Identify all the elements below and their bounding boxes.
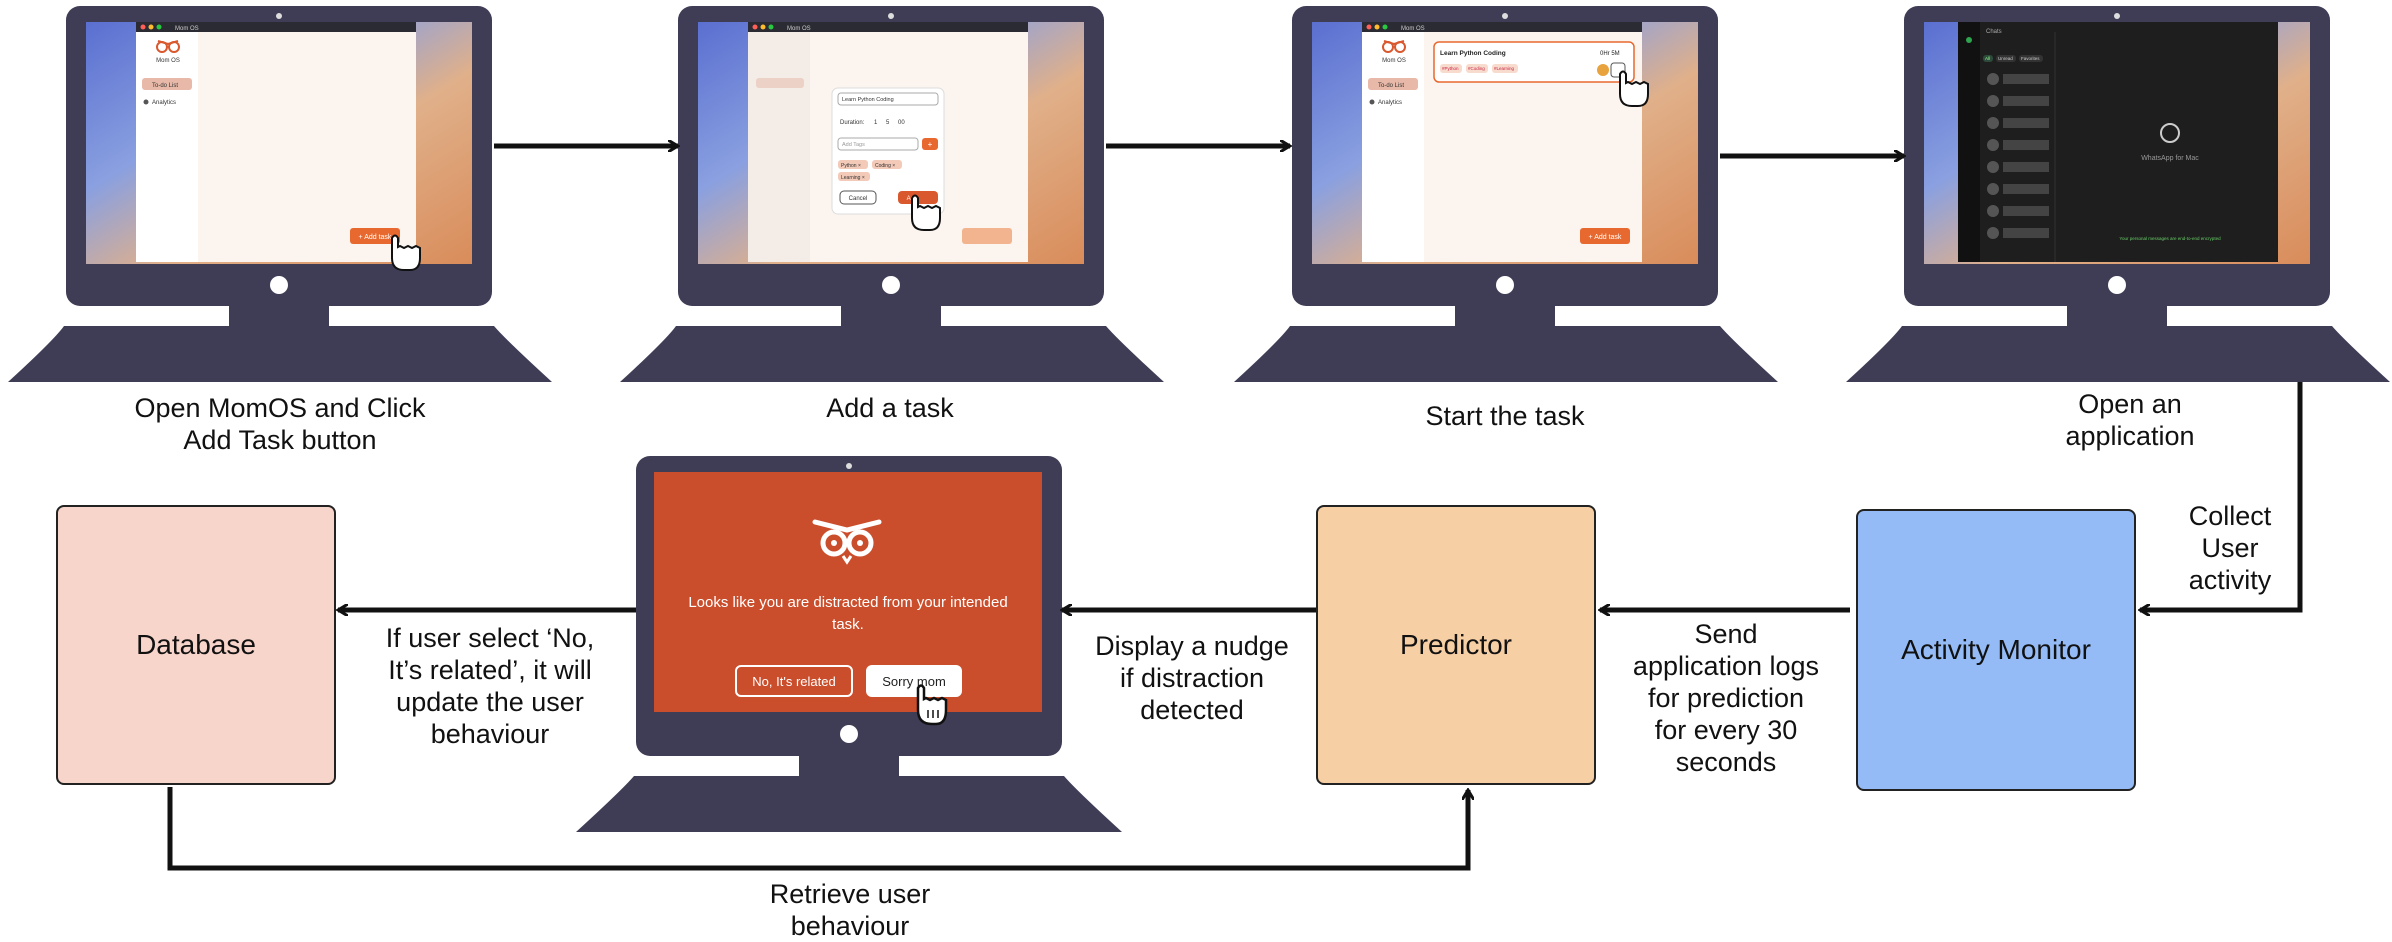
caption-retrieve: Retrieve user behaviour bbox=[769, 879, 931, 941]
app-title: Mom OS bbox=[175, 26, 199, 32]
database-box: Database bbox=[56, 505, 336, 785]
add-task-dialog bbox=[831, 87, 945, 215]
tags-placeholder: Add Tags bbox=[842, 142, 865, 148]
pie-icon bbox=[1369, 99, 1375, 105]
pie-icon bbox=[143, 99, 149, 105]
no-its-related-button[interactable]: No, It's related bbox=[735, 665, 853, 697]
tag-chip-label: Coding × bbox=[875, 163, 895, 169]
filter-chip[interactable]: Unread bbox=[1998, 56, 2013, 61]
start-task-button[interactable] bbox=[1597, 64, 1609, 76]
monitor-step4: Chats All Unread Favorites WhatsApp for … bbox=[1846, 6, 2390, 382]
predictor-label: Predictor bbox=[1399, 629, 1513, 660]
task-name-input[interactable] bbox=[837, 92, 939, 106]
task-name-value: Learn Python Coding bbox=[842, 97, 894, 103]
caption-send: Send application logs for prediction for… bbox=[1632, 619, 1820, 777]
filter-chip[interactable]: Favorites bbox=[2021, 56, 2040, 61]
app-title: Mom OS bbox=[787, 26, 811, 32]
task-tag: #Python bbox=[1442, 66, 1459, 71]
owl-logo bbox=[812, 519, 882, 565]
chat-list bbox=[1987, 73, 2049, 239]
monitor-nudge bbox=[576, 456, 1122, 832]
hand-cursor-icon bbox=[916, 684, 948, 726]
sidebar-item-todo[interactable] bbox=[1368, 78, 1418, 90]
task-tag: #Learning bbox=[1494, 66, 1515, 71]
caption-step4: Open an application bbox=[2065, 389, 2195, 451]
encryption-note: Your personal messages are end-to-end en… bbox=[2119, 236, 2221, 241]
sidebar-todo-label: To-do List bbox=[152, 83, 178, 89]
sidebar-analytics-label: Analytics bbox=[152, 100, 176, 106]
whatsapp-title: WhatsApp for Mac bbox=[2141, 155, 2199, 162]
caption-update: If user select ‘No, It’s related’, it wi… bbox=[385, 623, 595, 749]
duration-label: Duration: bbox=[840, 120, 865, 126]
add-task-button[interactable] bbox=[350, 228, 400, 244]
tag-chip[interactable] bbox=[872, 160, 902, 169]
monitor-step1: Mom OS Mom OS To-do List Analytics + Add… bbox=[8, 6, 552, 382]
monitor-step3: Mom OS Mom OS To-do List Analytics Learn… bbox=[1234, 6, 1778, 382]
task-timer: 0Hr 5M bbox=[1600, 51, 1620, 57]
caption-step2: Add a task bbox=[826, 393, 954, 423]
owl-logo bbox=[156, 40, 180, 53]
tag-chip-label: Learning × bbox=[841, 175, 865, 181]
task-card[interactable] bbox=[1433, 41, 1635, 83]
hand-cursor-icon bbox=[1619, 70, 1649, 107]
app-title: Mom OS bbox=[1401, 26, 1425, 32]
sidebar-brand: Mom OS bbox=[1382, 58, 1406, 64]
whatsapp-logo-icon bbox=[2160, 123, 2180, 143]
chat-icon bbox=[1966, 37, 1972, 43]
nudge-screen bbox=[654, 472, 1042, 712]
add-tag-button[interactable] bbox=[922, 138, 938, 150]
tag-chip[interactable] bbox=[838, 160, 868, 169]
cancel-button[interactable] bbox=[839, 190, 877, 205]
nudge-message: Looks like you are distracted from your … bbox=[688, 594, 1008, 633]
add-task-button[interactable] bbox=[1580, 228, 1630, 244]
owl-logo bbox=[1382, 40, 1406, 53]
plus-icon: + bbox=[928, 140, 933, 149]
duration-seconds[interactable]: 00 bbox=[898, 120, 905, 126]
caption-step1: Open MomOS and Click Add Task button bbox=[134, 393, 426, 455]
arrows bbox=[167, 146, 2303, 871]
cancel-label: Cancel bbox=[849, 196, 868, 202]
duration-minutes[interactable]: 5 bbox=[886, 120, 890, 126]
tag-chip-label: Python × bbox=[841, 163, 861, 169]
activity-monitor-label: Activity Monitor bbox=[1901, 634, 2091, 665]
sidebar-analytics-label: Analytics bbox=[1378, 100, 1402, 106]
sorry-mom-button[interactable]: Sorry mom bbox=[866, 665, 962, 697]
tag-chip[interactable] bbox=[838, 172, 870, 181]
sidebar-item-todo[interactable] bbox=[142, 78, 192, 90]
sidebar-todo-label: To-do List bbox=[1378, 83, 1404, 89]
task-tag: #Coding bbox=[1468, 66, 1485, 71]
filter-chip[interactable]: All bbox=[1985, 56, 1990, 61]
activity-monitor-box: Activity Monitor bbox=[1856, 509, 2136, 791]
monitor-step2: Mom OS Learn Python Coding Duration: 1 5… bbox=[620, 6, 1164, 382]
caption-step3: Start the task bbox=[1425, 401, 1585, 431]
duration-hours[interactable]: 1 bbox=[874, 120, 878, 126]
hand-cursor-icon bbox=[391, 234, 421, 271]
sidebar-brand: Mom OS bbox=[156, 58, 180, 64]
caption-collect: Collect User activity bbox=[2188, 501, 2272, 595]
add-task-label: + Add task bbox=[359, 234, 392, 241]
tags-input[interactable] bbox=[837, 137, 919, 151]
chats-header: Chats bbox=[1986, 29, 2002, 35]
predictor-box: Predictor bbox=[1316, 505, 1596, 785]
add-task-label: + Add task bbox=[1589, 234, 1622, 241]
caption-display: Display a nudge if distraction detected bbox=[1095, 631, 1289, 725]
database-label: Database bbox=[136, 629, 256, 660]
task-card-title: Learn Python Coding bbox=[1440, 50, 1506, 57]
hand-cursor-icon bbox=[911, 194, 941, 231]
